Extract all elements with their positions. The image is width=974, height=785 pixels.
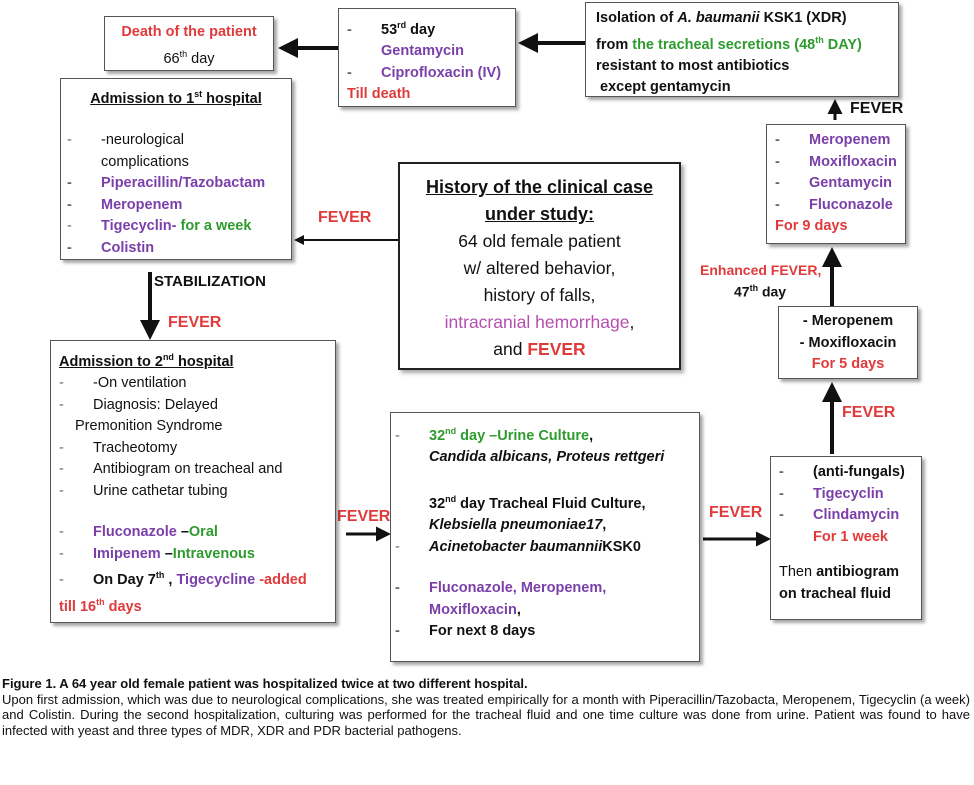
hospital1-item-piperacillin: -Piperacillin/Tazobactam [67, 175, 266, 192]
death-title: Death of the patient [121, 24, 257, 40]
antifungal-tracheal: on tracheal fluid [779, 585, 891, 602]
nine-days-fluconazole: -Fluconazole [775, 196, 893, 213]
fever-label-mid-low: FEVER [709, 504, 763, 521]
five-days-moxifloxacin: - Moxifloxacin [799, 334, 897, 351]
caption-title: Figure 1. A 64 year old female patient w… [2, 676, 528, 691]
death-box: Death of the patient 66th day [104, 16, 274, 71]
history-line-2: w/ altered behavior, [463, 258, 616, 278]
hospital2-item-ventilation: --On ventilation [59, 375, 187, 392]
hospital2-title: Admission to 2nd hospital [59, 352, 234, 370]
culture-drugs-1: -Fluconazole, Meropenem, [395, 580, 607, 597]
antifungal-tigecyclin: -Tigecyclin [779, 485, 884, 502]
history-heading-1: History of the clinical case [425, 177, 654, 197]
antifungal-then: Then antibiogram [779, 564, 900, 580]
day53-drug-gentamycin: Gentamycin [381, 43, 464, 60]
day53-note: Till death [347, 86, 411, 103]
culture-box: -32nd day –Urine Culture, Candida albica… [390, 412, 700, 662]
history-line-5: and FEVER [493, 339, 586, 359]
hospital2-item-till16: till 16th days [59, 596, 142, 615]
flow-arrows [140, 33, 843, 547]
death-day: 66th day [163, 48, 215, 67]
culture-duration: -For next 8 days [395, 623, 536, 640]
nine-days-gentamycin: -Gentamycin [775, 175, 892, 191]
five-days-note: For 5 days [811, 356, 885, 372]
culture-drugs-2: Moxifloxacin, [429, 601, 521, 618]
day53-day: -53rd day [347, 20, 436, 38]
hospital1-item-meropenem: -Meropenem [67, 196, 183, 213]
day53-box: -53rd day Gentamycin -Ciprofloxacin (IV)… [338, 8, 516, 107]
hospital2-item-tracheotomy: -Tracheotomy [59, 439, 178, 456]
hospital2-item-fluconazole: -Fluconazole –Oral [59, 524, 218, 541]
nine-days-box: -Meropenem -Moxifloxacin -Gentamycin -Fl… [766, 124, 906, 244]
day53-drug-ciprofloxacin: -Ciprofloxacin (IV) [347, 64, 502, 81]
stabilization-label: STABILIZATION [154, 273, 266, 290]
hospital2-item-tigecycline: -On Day 7th , Tigecycline -added [59, 570, 307, 589]
enhanced-fever-label: Enhanced FEVER, [700, 262, 822, 278]
hospital1-item-neuro: --neurological [67, 132, 185, 149]
hospital2-item-diagnosis-2: Premonition Syndrome [75, 418, 223, 435]
fever-label-right-mid: FEVER [842, 404, 896, 421]
history-heading-2: under study: [484, 204, 594, 224]
antifungal-title: -(anti-fungals) [779, 464, 905, 480]
culture-acinetobacter: -Acinetobacter baumanniiKSK0 [395, 538, 641, 555]
isolation-line2: from the tracheal secretions (48th DAY) [596, 34, 862, 53]
caption-body: Upon first admission, which was due to n… [2, 691, 970, 738]
nine-days-moxifloxacin: -Moxifloxacin [775, 153, 897, 170]
history-line-4: intracranial hemorrhage, [444, 312, 635, 332]
culture-tracheal: 32nd day Tracheal Fluid Culture, [429, 493, 646, 512]
fever-label-left-mid: FEVER [318, 209, 372, 226]
antifungal-clindamycin: -Clindamycin [779, 507, 900, 523]
day47-label: 47th day [734, 283, 787, 300]
nine-days-meropenem: -Meropenem [775, 132, 891, 148]
hospital1-box: Admission to 1st hospital --neurological… [60, 78, 292, 260]
culture-urine: -32nd day –Urine Culture, [395, 426, 594, 444]
fever-label-left-low: FEVER [168, 314, 222, 331]
history-line-3: history of falls, [483, 285, 596, 305]
hospital1-title: Admission to 1st hospital [90, 89, 262, 107]
hospital1-item-colistin: -Colistin [67, 239, 155, 256]
hospital2-item-imipenem: -Imipenem –Intravenous [59, 545, 255, 562]
hospital2-box: Admission to 2nd hospital --On ventilati… [50, 340, 336, 623]
fever-label-bottom-left: FEVER [337, 508, 391, 525]
hospital2-item-antibiogram: -Antibiogram on treacheal and [59, 461, 283, 478]
hospital2-item-urine: -Urine cathetar tubing [59, 482, 228, 499]
hospital1-item-tigecyclin: -Tigecyclin- for a week [67, 218, 252, 235]
history-box: History of the clinical case under study… [398, 162, 681, 370]
nine-days-note: For 9 days [775, 218, 848, 234]
antifungal-duration: For 1 week [813, 528, 888, 545]
isolation-line1: Isolation of A. baumanii KSK1 (XDR) [596, 10, 847, 26]
five-days-box: - Meropenem - Moxifloxacin For 5 days [778, 306, 918, 379]
five-days-meropenem: - Meropenem [802, 313, 894, 329]
hospital1-item-neuro-2: complications [101, 153, 189, 170]
figure-caption: Figure 1. A 64 year old female patient w… [2, 676, 970, 738]
antifungal-box: -(anti-fungals) -Tigecyclin -Clindamycin… [770, 456, 922, 620]
hospital2-item-diagnosis: -Diagnosis: Delayed [59, 396, 218, 413]
isolation-line4: except gentamycin [600, 79, 731, 96]
fever-label-top-right: FEVER [850, 100, 904, 117]
isolation-line3: resistant to most antibiotics [596, 57, 790, 74]
isolation-box: Isolation of A. baumanii KSK1 (XDR) from… [585, 2, 899, 97]
culture-candida: Candida albicans, Proteus rettgeri [429, 449, 665, 466]
history-line-1: 64 old female patient [458, 231, 621, 251]
culture-klebsiella: Klebsiella pneumoniae17, [429, 517, 607, 534]
